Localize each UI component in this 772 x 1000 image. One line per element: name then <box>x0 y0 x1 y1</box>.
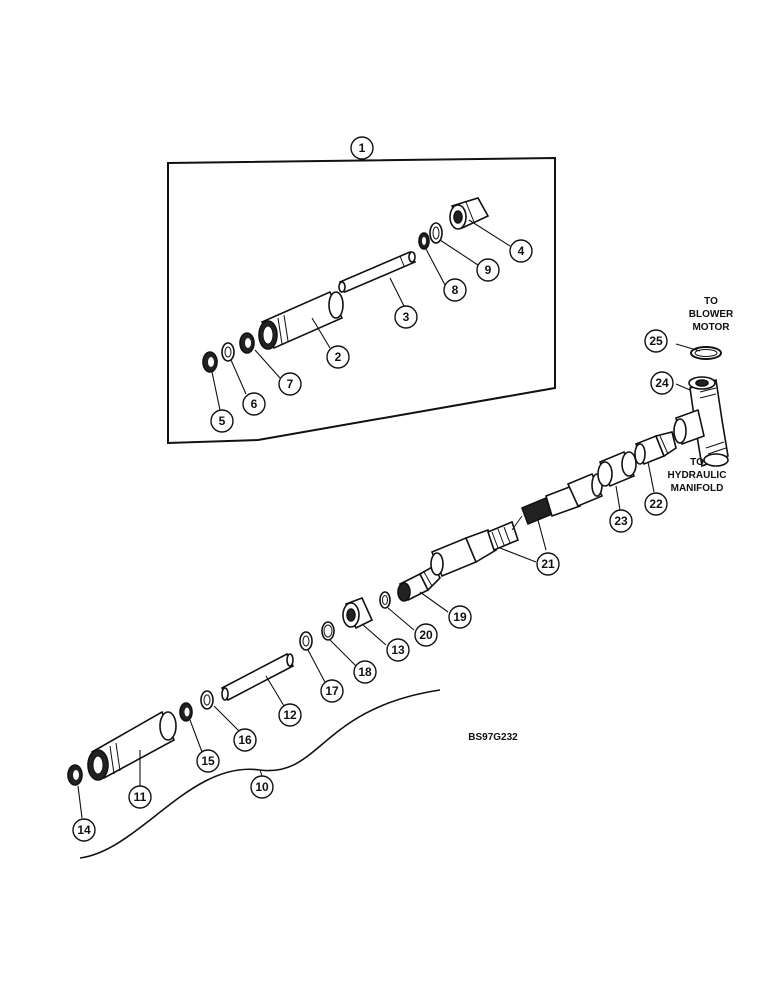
callout-3: 3 <box>394 305 418 329</box>
svg-text:2: 2 <box>335 350 342 364</box>
part-25-o-ring <box>690 346 722 360</box>
svg-text:15: 15 <box>201 754 215 768</box>
part-18-ring <box>321 621 335 641</box>
svg-text:MOTOR: MOTOR <box>692 322 730 333</box>
callout-17: 17 <box>320 679 344 703</box>
callout-22: 22 <box>644 492 668 516</box>
part-13-nut <box>342 596 374 630</box>
callout-11: 11 <box>128 785 152 809</box>
callout-7: 7 <box>278 372 302 396</box>
part-17-ring <box>299 631 313 651</box>
svg-text:18: 18 <box>358 665 372 679</box>
part-12-rod <box>220 652 295 702</box>
svg-text:13: 13 <box>391 643 405 657</box>
svg-text:16: 16 <box>238 733 252 747</box>
callout-15: 15 <box>196 749 220 773</box>
part-11-barrel <box>87 710 177 781</box>
hose-gap-indicator <box>511 515 523 531</box>
svg-text:23: 23 <box>614 514 628 528</box>
callout-14: 14 <box>72 818 96 842</box>
svg-text:14: 14 <box>77 823 91 837</box>
callout-23: 23 <box>609 509 633 533</box>
part-4-fitting <box>449 197 490 230</box>
svg-text:9: 9 <box>485 263 492 277</box>
callout-4: 4 <box>509 239 533 263</box>
part-7-seal <box>239 332 255 354</box>
callout-2: 2 <box>326 345 350 369</box>
part-21-hose-fitting-right <box>520 472 604 526</box>
part-21-hose-fitting-left <box>430 520 519 578</box>
part-14-seal <box>67 764 83 786</box>
svg-text:20: 20 <box>419 628 433 642</box>
assembly-break-line <box>79 689 441 859</box>
part-23-nut <box>597 450 637 488</box>
svg-text:MANIFOLD: MANIFOLD <box>671 483 724 494</box>
callout-1: 1 <box>350 136 374 160</box>
svg-text:TO: TO <box>690 457 704 468</box>
svg-text:24: 24 <box>655 376 669 390</box>
svg-text:TO: TO <box>704 296 718 307</box>
part-15-seal <box>179 702 193 722</box>
svg-text:1: 1 <box>359 141 366 155</box>
callout-20: 20 <box>414 623 438 647</box>
svg-text:21: 21 <box>541 557 555 571</box>
callout-10: 10 <box>250 775 274 799</box>
callout-9: 9 <box>476 258 500 282</box>
callout-13: 13 <box>386 638 410 662</box>
part-24-tee-fitting <box>673 376 729 468</box>
leader-lines <box>77 148 701 819</box>
callout-5: 5 <box>210 409 234 433</box>
svg-text:7: 7 <box>287 377 294 391</box>
part-6-ring <box>221 342 235 362</box>
callout-8: 8 <box>443 278 467 302</box>
svg-text:4: 4 <box>518 244 525 258</box>
note-to-blower-motor: TO BLOWER MOTOR <box>689 296 734 333</box>
svg-text:22: 22 <box>649 497 663 511</box>
callout-19: 19 <box>448 605 472 629</box>
part-2-sleeve <box>258 290 344 350</box>
figure-reference-code: BS97G232 <box>468 732 518 743</box>
part-16-ring <box>200 690 214 710</box>
part-20-ring <box>379 591 391 609</box>
callout-18: 18 <box>353 660 377 684</box>
callout-21: 21 <box>536 552 560 576</box>
note-to-hydraulic-manifold: TO HYDRAULIC MANIFOLD <box>668 457 727 494</box>
part-9-ring <box>429 222 443 244</box>
callout-24: 24 <box>650 371 674 395</box>
svg-text:19: 19 <box>453 610 467 624</box>
part-5-seal <box>202 351 218 373</box>
svg-text:HYDRAULIC: HYDRAULIC <box>668 470 727 481</box>
svg-text:25: 25 <box>649 334 663 348</box>
svg-text:12: 12 <box>283 708 297 722</box>
svg-text:11: 11 <box>134 790 147 804</box>
svg-text:8: 8 <box>452 283 459 297</box>
svg-text:6: 6 <box>251 397 258 411</box>
part-22-adapter <box>634 431 677 466</box>
svg-text:BLOWER: BLOWER <box>689 309 734 320</box>
svg-text:3: 3 <box>403 310 410 324</box>
svg-text:10: 10 <box>255 780 269 794</box>
callout-25: 25 <box>644 329 668 353</box>
part-8-ring <box>418 232 430 250</box>
callout-16: 16 <box>233 728 257 752</box>
part-3-rod <box>338 250 417 294</box>
callout-12: 12 <box>278 703 302 727</box>
svg-text:5: 5 <box>219 414 226 428</box>
svg-text:17: 17 <box>325 684 339 698</box>
callout-6: 6 <box>242 392 266 416</box>
assembly-inset-box <box>167 156 556 445</box>
